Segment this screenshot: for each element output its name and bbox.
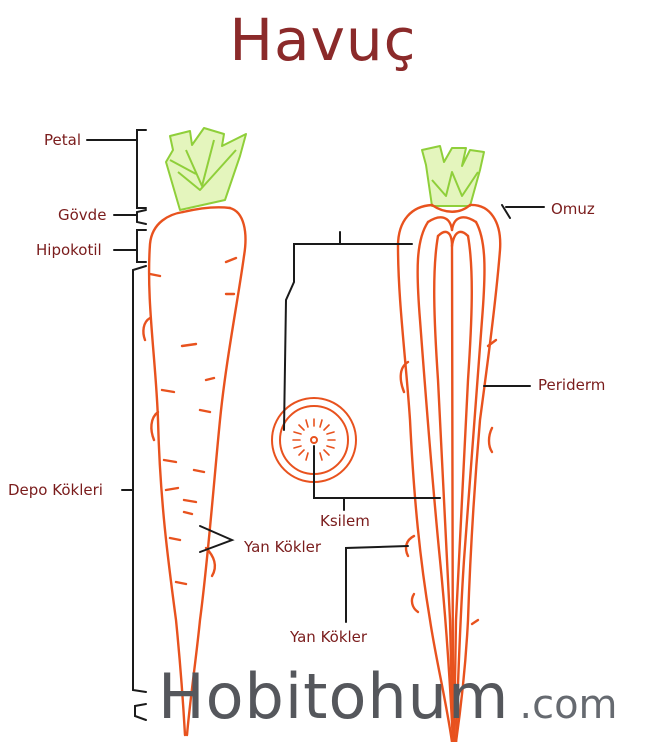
- left-carrot-leaves: [165, 127, 247, 211]
- watermark: Hobitohum.com: [158, 660, 618, 733]
- label-omuz: Omuz: [551, 200, 595, 218]
- left-carrot-root: [142, 206, 247, 737]
- label-depo-kokleri: Depo Kökleri: [8, 481, 103, 499]
- watermark-main: Hobitohum: [158, 660, 510, 733]
- right-pointer-lines: [283, 204, 545, 623]
- label-ksilem: Ksilem: [320, 512, 370, 530]
- label-petal: Petal: [44, 131, 81, 149]
- watermark-tld: .com: [519, 682, 618, 728]
- label-hipokotil: Hipokotil: [36, 241, 102, 259]
- label-govde: Gövde: [58, 206, 107, 224]
- label-yan-kokler-left: Yan Kökler: [244, 538, 322, 556]
- label-yan-kokler-bottom: Yan Kökler: [290, 628, 368, 646]
- right-carrot-leaves: [421, 145, 485, 207]
- left-brackets: [86, 129, 235, 721]
- diagram-title: Havuç: [229, 6, 417, 74]
- label-periderm: Periderm: [538, 376, 606, 394]
